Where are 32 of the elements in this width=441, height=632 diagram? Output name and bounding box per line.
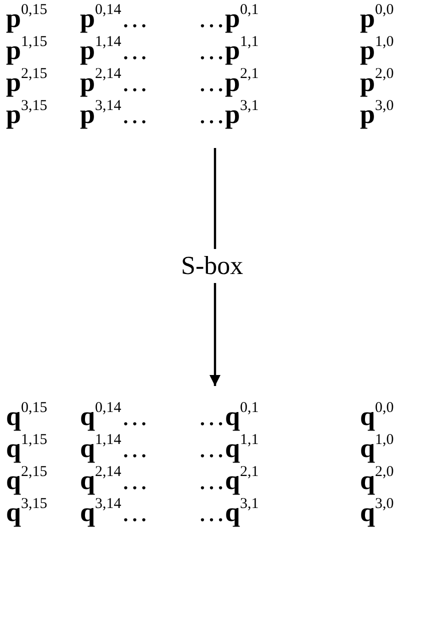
matrix-entry: p$^{3,15}$ bbox=[6, 98, 48, 130]
matrix-entry: …p$^{1,1}$ bbox=[198, 34, 259, 66]
matrix-entry: …q$^{0,1}$ bbox=[198, 400, 259, 432]
matrix-entry: …p$^{3,1}$ bbox=[198, 98, 259, 130]
matrix-entry: q$^{1,15}$ bbox=[6, 432, 48, 464]
matrix-entry: p$^{3,14}$… bbox=[80, 98, 148, 130]
matrix-entry: q$^{1,14}$… bbox=[80, 432, 148, 464]
matrix-entry: p$^{1,0}$ bbox=[360, 34, 394, 66]
matrix-entry: p$^{0,14}$… bbox=[80, 2, 148, 34]
matrix-entry: p$^{2,14}$… bbox=[80, 66, 148, 98]
matrix-entry: q$^{0,15}$ bbox=[6, 400, 48, 432]
matrix-entry: q$^{3,15}$ bbox=[6, 496, 48, 528]
matrix-entry: …p$^{2,1}$ bbox=[198, 66, 259, 98]
matrix-entry: q$^{0,0}$ bbox=[360, 400, 394, 432]
matrix-entry: q$^{2,14}$… bbox=[80, 464, 148, 496]
matrix-entry: q$^{2,0}$ bbox=[360, 464, 394, 496]
matrix-entry: p$^{0,15}$ bbox=[6, 2, 48, 34]
matrix-entry: p$^{3,0}$ bbox=[360, 98, 394, 130]
matrix-entry: q$^{3,0}$ bbox=[360, 496, 394, 528]
matrix-entry: q$^{1,0}$ bbox=[360, 432, 394, 464]
matrix-entry: q$^{2,15}$ bbox=[6, 464, 48, 496]
matrix-entry: …q$^{1,1}$ bbox=[198, 432, 259, 464]
matrix-entry: …q$^{3,1}$ bbox=[198, 496, 259, 528]
matrix-entry: p$^{0,0}$ bbox=[360, 2, 394, 34]
matrix-entry: …q$^{2,1}$ bbox=[198, 464, 259, 496]
matrix-entry: p$^{2,15}$ bbox=[6, 66, 48, 98]
matrix-entry: p$^{1,15}$ bbox=[6, 34, 48, 66]
matrix-entry: q$^{0,14}$… bbox=[80, 400, 148, 432]
matrix-entry: q$^{3,14}$… bbox=[80, 496, 148, 528]
matrix-entry: p$^{2,0}$ bbox=[360, 66, 394, 98]
matrix-entry: …p$^{0,1}$ bbox=[198, 2, 259, 34]
matrix-entry: p$^{1,14}$… bbox=[80, 34, 148, 66]
